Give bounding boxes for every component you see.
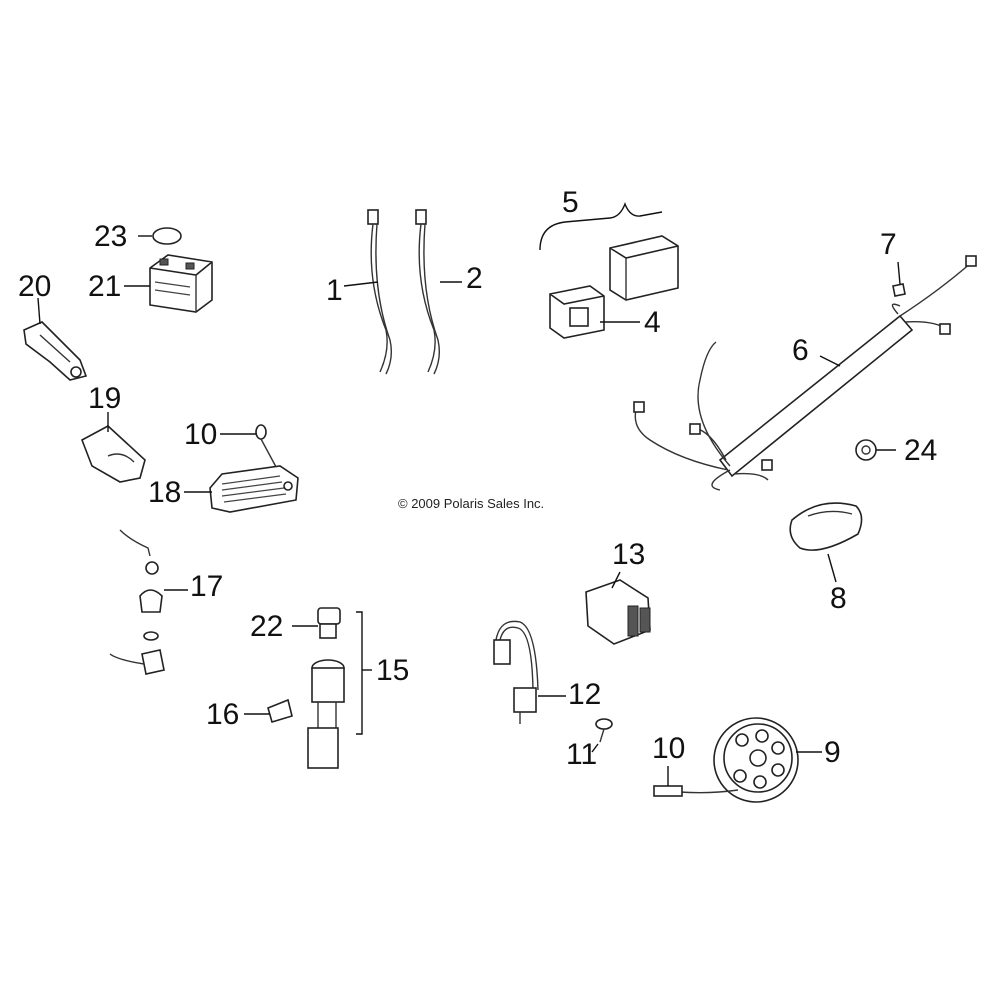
- callout-22: 22: [250, 610, 284, 643]
- copyright-notice: © 2009 Polaris Sales Inc.: [398, 496, 545, 511]
- battery-part: [149, 254, 213, 313]
- switch-kit-brace: [356, 611, 363, 735]
- kit-brace: [539, 202, 663, 251]
- regulator-part: [209, 465, 299, 513]
- callout-15: 15: [376, 654, 410, 687]
- bracket-part: [267, 698, 293, 723]
- wire-lead-part-1: [367, 209, 393, 375]
- callout-21: 21: [88, 270, 122, 303]
- callout-8: 8: [830, 582, 847, 615]
- callout-24: 24: [904, 434, 938, 467]
- callout-10-lower: 10: [652, 732, 686, 765]
- connector-box-part-4: [549, 285, 605, 339]
- callout-10-upper: 10: [184, 418, 218, 451]
- callout-2: 2: [466, 262, 483, 295]
- cdi-box-part: [609, 235, 679, 301]
- switch-assembly-part: [109, 529, 165, 675]
- callout-19: 19: [88, 382, 122, 415]
- key-part: [317, 607, 341, 639]
- callout-12: 12: [568, 678, 602, 711]
- callout-23: 23: [94, 220, 128, 253]
- cover-part: [789, 502, 863, 551]
- horn-part: [679, 717, 799, 803]
- callout-16: 16: [206, 698, 240, 731]
- ignition-coil-part: [493, 620, 539, 724]
- o-ring-part: [152, 227, 182, 245]
- callout-13: 13: [612, 538, 646, 571]
- ignition-switch-part: [307, 659, 345, 769]
- fuse-holder-part: [23, 321, 88, 381]
- nut-part: [855, 439, 877, 461]
- callout-4: 4: [644, 306, 661, 339]
- leader-lines: [37, 235, 901, 786]
- clip-part: [892, 283, 906, 297]
- callout-1: 1: [326, 274, 343, 307]
- screw-part: [595, 718, 613, 743]
- wire-lead-part-2: [415, 209, 441, 375]
- callout-9: 9: [824, 736, 841, 769]
- callout-11: 11: [566, 738, 598, 771]
- callout-17: 17: [190, 570, 224, 603]
- connector-part-10: [653, 785, 683, 797]
- callout-6: 6: [792, 334, 809, 367]
- callout-20: 20: [18, 270, 52, 303]
- wiring-harness-part: [633, 255, 977, 491]
- relay-part: [585, 579, 651, 645]
- callout-7: 7: [880, 228, 897, 261]
- callout-5: 5: [562, 186, 579, 219]
- callout-18: 18: [148, 476, 182, 509]
